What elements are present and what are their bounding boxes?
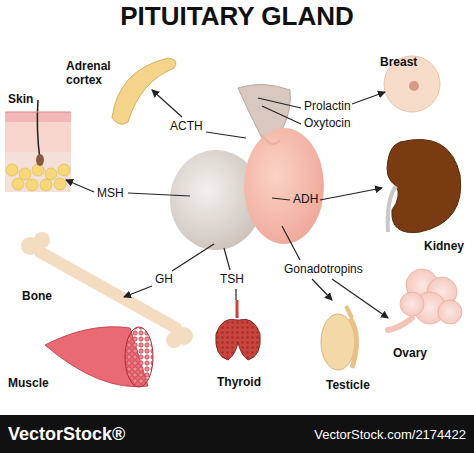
hormone-label: ADH bbox=[293, 193, 318, 207]
hormone-label: MSH bbox=[97, 187, 124, 201]
organ-label: Breast bbox=[380, 56, 417, 70]
organ-label: Thyroid bbox=[217, 376, 261, 390]
organ-label: Skin bbox=[8, 93, 33, 107]
hormone-label: ACTH bbox=[170, 120, 203, 134]
title: PITUITARY GLAND bbox=[0, 1, 474, 32]
organ-label: Muscle bbox=[8, 377, 49, 391]
organ-label: Bone bbox=[22, 290, 52, 304]
hormone-label: TSH bbox=[220, 273, 244, 287]
hormone-label: Oxytocin bbox=[304, 117, 351, 131]
organ-label: Testicle bbox=[326, 379, 370, 393]
organ-label: Adrenal cortex bbox=[66, 60, 128, 88]
organ-label: Kidney bbox=[424, 240, 464, 254]
hormone-label: Prolactin bbox=[304, 100, 351, 114]
organ-label: Ovary bbox=[393, 347, 427, 361]
watermark: VectorStock.com/2174422 bbox=[314, 428, 466, 443]
hormone-label: GH bbox=[155, 273, 173, 287]
hormone-label: Gonadotropins bbox=[284, 263, 363, 277]
watermark: VectorStock® bbox=[8, 424, 125, 445]
